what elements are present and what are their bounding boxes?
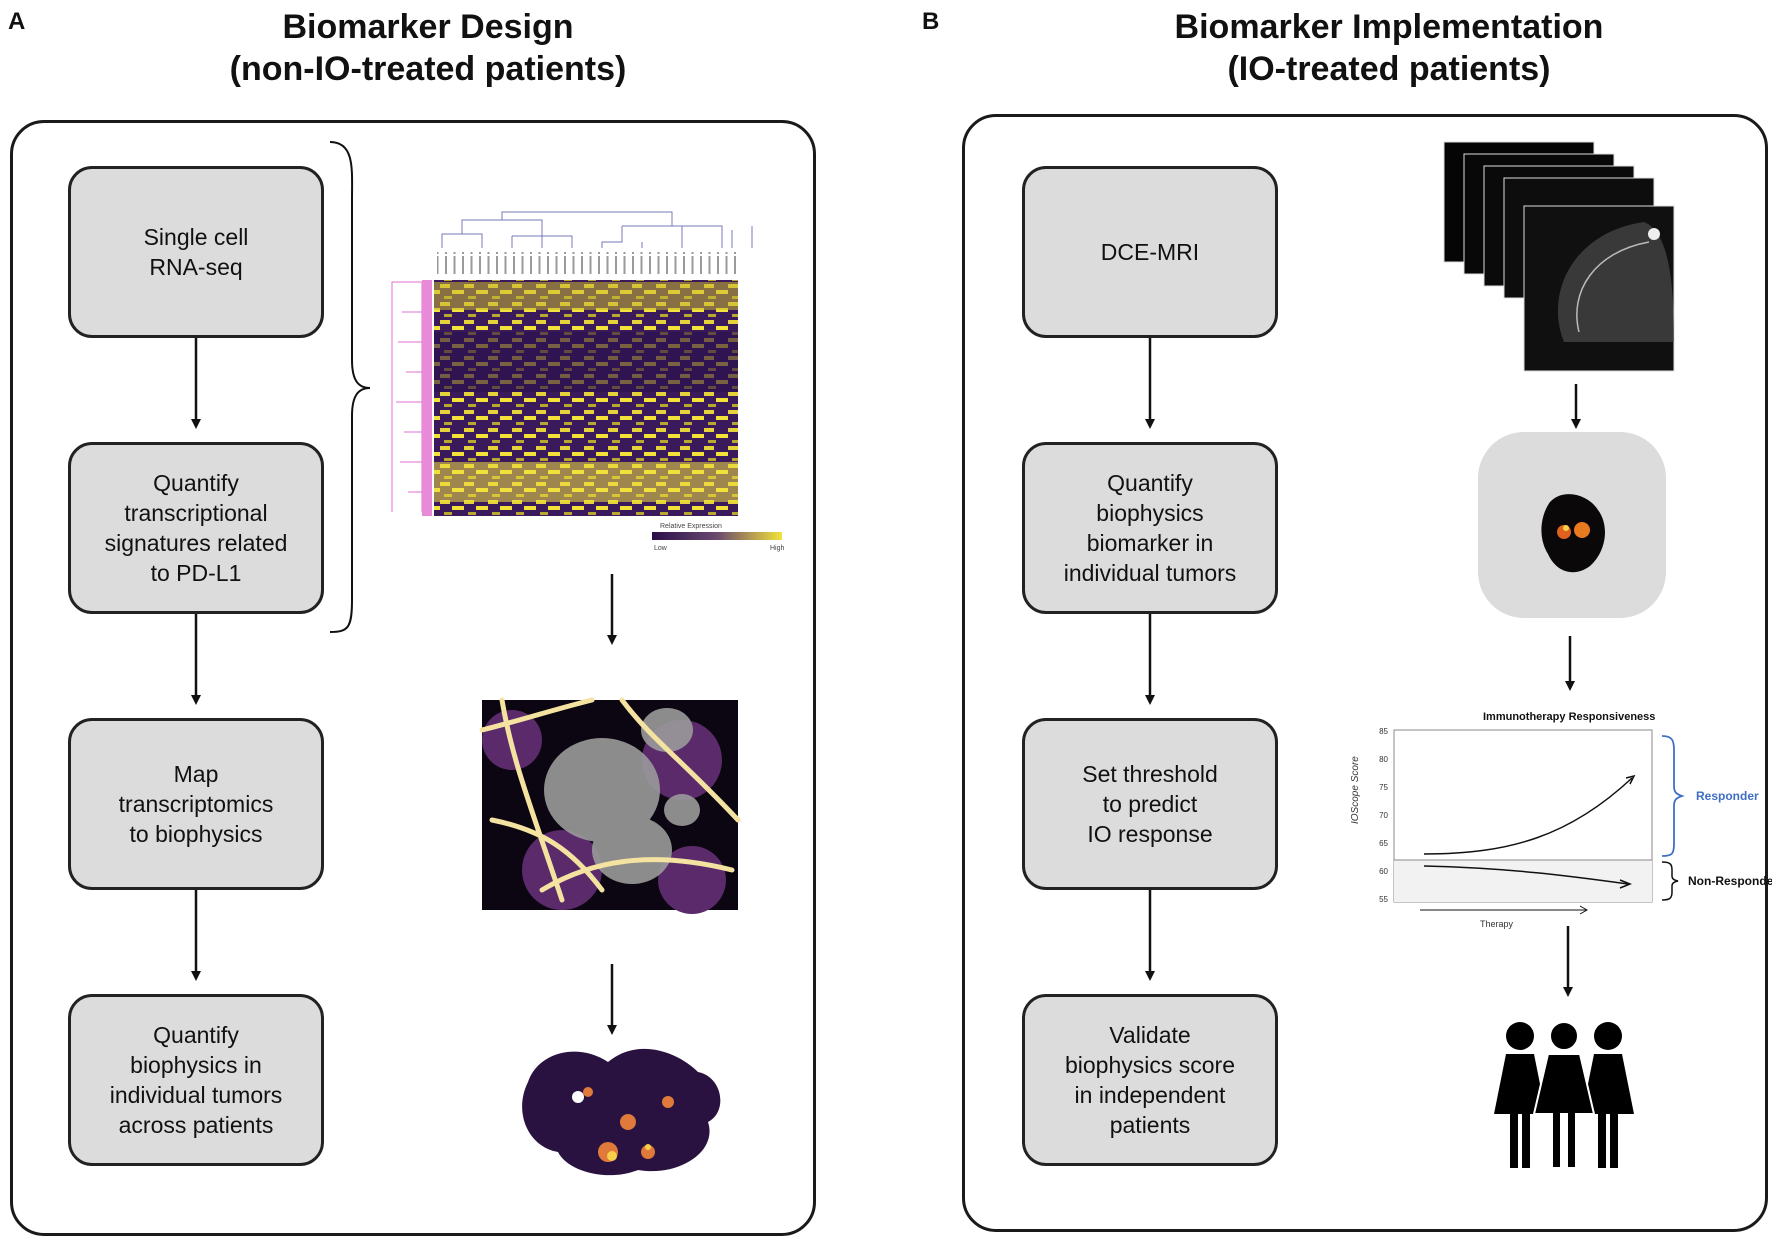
y-tick: 60 — [1379, 867, 1388, 876]
step-single-cell-rnaseq: Single cell RNA-seq — [68, 166, 324, 338]
patients-icon — [1494, 1021, 1634, 1169]
heatmap-legend-bar — [652, 532, 782, 540]
nonresponder-brace — [1661, 861, 1679, 901]
heatmap-legend-high: High — [770, 545, 785, 552]
step-label: Validate biophysics score in independent… — [1064, 1022, 1236, 1138]
tumor-mri-shape — [1541, 494, 1605, 573]
step-label: DCE-MRI — [1100, 239, 1200, 265]
step-label: Quantify biophysics biomarker in individ… — [1063, 470, 1237, 586]
step-label: Quantify biophysics in individual tumors… — [109, 1022, 283, 1138]
nonresponder-curve — [1423, 865, 1629, 885]
chart-ylabel: IOScope Score — [1350, 756, 1361, 824]
heatmap-legend-low: Low — [654, 545, 668, 552]
panel-a-title: Biomarker Design (non-IO-treated patient… — [229, 8, 627, 88]
panel-a-arrows — [191, 338, 617, 1035]
responder-curve — [1423, 777, 1633, 855]
responder-label: Responder — [1696, 789, 1759, 803]
tumor-biophysics-map — [522, 1048, 721, 1176]
tumor-mri-map — [1478, 432, 1666, 618]
chart-title: Immunotherapy Responsiveness — [1483, 711, 1655, 723]
responder-brace — [1661, 735, 1685, 857]
responsiveness-chart: Immunotherapy Responsiveness IOScope Sco… — [1350, 711, 1772, 929]
step-quantify-biomarker: Quantify biophysics biomarker in individ… — [1022, 442, 1278, 614]
y-tick: 85 — [1379, 727, 1388, 736]
step-label: Map transcriptomics to biophysics — [118, 761, 274, 847]
column-labels — [437, 252, 737, 274]
y-tick: 80 — [1379, 755, 1388, 764]
step-quantify-signatures: Quantify transcriptional signatures rela… — [68, 442, 324, 614]
panel-b-letter: B — [922, 8, 940, 35]
heatmap-figure: Relative Expression Low High — [391, 211, 785, 552]
step-validate-score: Validate biophysics score in independent… — [1022, 994, 1278, 1166]
y-tick: 65 — [1379, 839, 1388, 848]
step-label: Quantify transcriptional signatures rela… — [104, 470, 288, 586]
step-set-threshold: Set threshold to predict IO response — [1022, 718, 1278, 890]
row-color-bar — [422, 280, 432, 516]
row-dendrogram — [391, 281, 423, 512]
column-dendrogram — [441, 211, 753, 248]
curly-brace — [329, 141, 371, 633]
chart-yticks: 85 80 75 70 65 60 55 — [1379, 727, 1388, 904]
y-tick: 70 — [1379, 811, 1388, 820]
panel-b-arrows — [1145, 338, 1581, 997]
y-tick: 75 — [1379, 783, 1388, 792]
mri-image-stack — [1443, 141, 1675, 372]
vessel-map-image — [479, 697, 741, 914]
step-label: Single cell RNA-seq — [143, 224, 249, 280]
step-label: Set threshold to predict IO response — [1082, 761, 1218, 847]
step-quantify-biophysics: Quantify biophysics in individual tumors… — [68, 994, 324, 1166]
nonresponder-label: Non-Responder — [1688, 874, 1772, 888]
step-map-transcriptomics: Map transcriptomics to biophysics — [68, 718, 324, 890]
chart-xlabel: Therapy — [1480, 919, 1514, 929]
panel-b-title: Biomarker Implementation (IO-treated pat… — [1174, 8, 1604, 88]
heatmap-legend-title: Relative Expression — [660, 523, 722, 530]
y-tick: 55 — [1379, 895, 1388, 904]
step-dce-mri: DCE-MRI — [1022, 166, 1278, 338]
panel-a-letter: A — [8, 8, 26, 35]
